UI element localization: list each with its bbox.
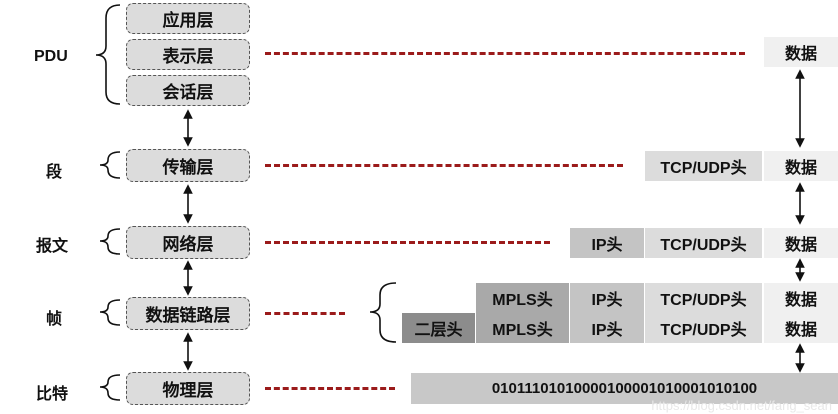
packet-label: 报文 — [36, 238, 69, 255]
bitstream: 01011101010000100001010001010100 — [411, 373, 838, 404]
layer-presentation: 表示层 — [126, 39, 250, 70]
layer-physical: 物理层 — [126, 372, 250, 405]
brace-packet — [99, 228, 121, 255]
layer-transport: 传输层 — [126, 149, 250, 182]
data-cell: 数据 — [764, 228, 838, 258]
ip-header: IP头 — [570, 313, 644, 343]
dash-presentation — [265, 52, 745, 55]
tcp-udp-header: TCP/UDP头 — [645, 313, 762, 343]
mpls-header: MPLS头 — [476, 313, 569, 343]
brace-pdu — [95, 4, 121, 105]
dash-physical — [265, 387, 395, 390]
data-cell: 数据 — [764, 37, 838, 67]
ip-header: IP头 — [570, 283, 644, 313]
data-cell: 数据 — [764, 313, 838, 343]
layer-session: 会话层 — [126, 75, 250, 106]
l2-header: 二层头 — [402, 313, 475, 343]
layer-network: 网络层 — [126, 226, 250, 259]
bit-label: 比特 — [36, 386, 69, 403]
layer-application: 应用层 — [126, 3, 250, 34]
dash-datalink — [265, 312, 345, 315]
data-cell: 数据 — [764, 283, 838, 313]
tcp-udp-header: TCP/UDP头 — [645, 151, 762, 181]
tcp-udp-header: TCP/UDP头 — [645, 283, 762, 313]
tcp-udp-header: TCP/UDP头 — [645, 228, 762, 258]
data-cell: 数据 — [764, 151, 838, 181]
pdu-label: PDU — [34, 48, 68, 65]
dash-network — [265, 241, 550, 244]
mpls-header: MPLS头 — [476, 283, 569, 313]
watermark: https://blog.csdn.net/fang_sean — [651, 398, 832, 413]
brace-datalink-frames — [369, 282, 397, 343]
brace-frame — [99, 299, 121, 326]
frame-label: 帧 — [46, 311, 63, 328]
brace-bit — [99, 374, 121, 401]
brace-segment — [99, 151, 121, 179]
ip-header: IP头 — [570, 228, 644, 258]
dash-transport — [265, 164, 623, 167]
segment-label: 段 — [46, 164, 63, 181]
layer-datalink: 数据链路层 — [126, 297, 250, 330]
